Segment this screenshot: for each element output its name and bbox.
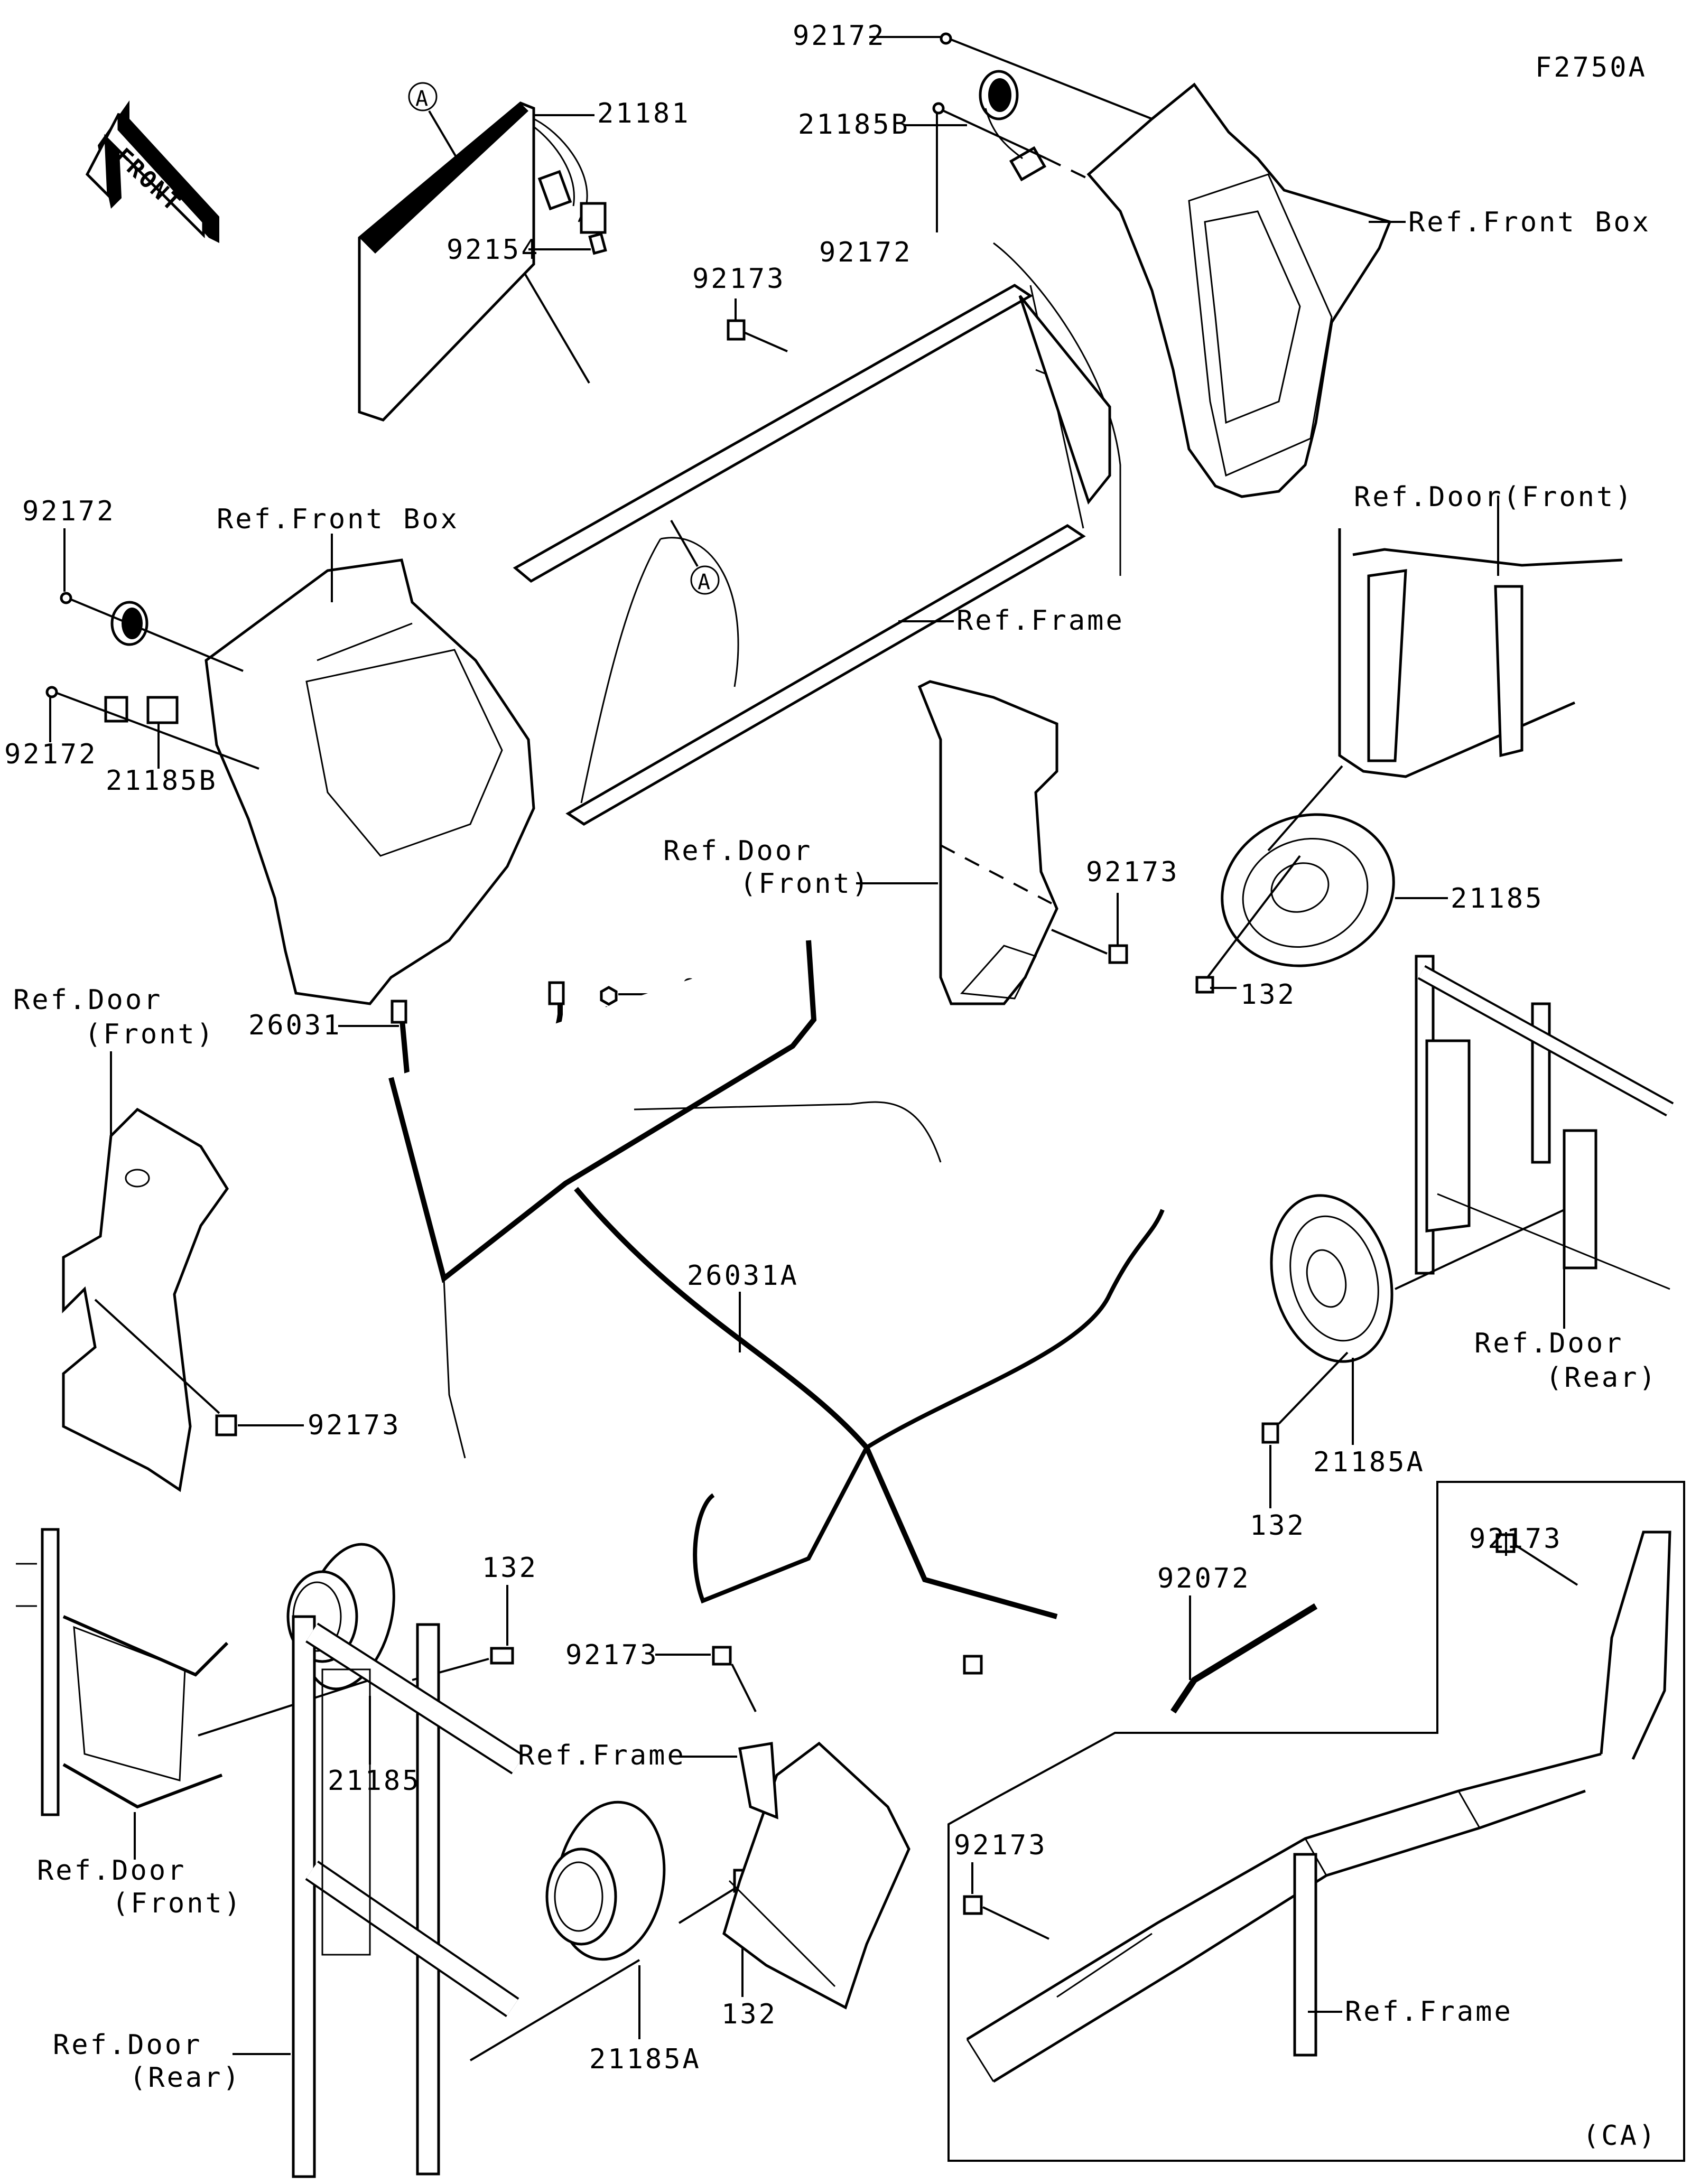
label-ref-door-rear-lower-l1: Ref.Door (53, 2029, 202, 2061)
label-ref-door-rear-lower-l2: (Rear) (129, 2062, 241, 2094)
label-132-lower-left: 132 (482, 1552, 538, 1584)
label-21181: 21181 (597, 98, 691, 129)
frame-lower: Ref.Frame (518, 1740, 910, 2010)
cable-tie-92072: 92072 (1157, 1563, 1318, 1714)
label-92154: 92154 (447, 234, 540, 266)
label-ref-door-rear-right-l1: Ref.Door (1474, 1328, 1623, 1359)
label-92172-left2: 92172 (4, 739, 98, 770)
clip-92173-frame: 92173 (692, 263, 788, 352)
label-ref-door-front-left-l1: Ref.Door (13, 984, 162, 1016)
bolt-132-lower-left: 132 (412, 1552, 538, 1681)
screw-92172-left2: 92172 (4, 686, 259, 770)
speaker-21185A-right: 21185A (1270, 1194, 1565, 1478)
label-92173-left: 92173 (308, 1410, 401, 1441)
label-ref-door-front-lower-l2: (Front) (112, 1888, 243, 1919)
label-21185B-top: 21185B (798, 109, 910, 141)
clip-92173-left: 92173 (94, 1299, 401, 1441)
screw-92172-top: 92172 (793, 20, 1153, 120)
tweeter-21185B-top: 21185B (798, 70, 1047, 182)
screw-92172-top2: 92172 (819, 102, 1200, 268)
door-front-upper-right: Ref.Door(Front) (1338, 481, 1634, 778)
callout-a-frame: A (670, 520, 720, 595)
label-132-right2: 132 (1250, 1510, 1306, 1542)
label-ref-door-front-lower-l1: Ref.Door (37, 1855, 186, 1887)
ca-inset: (CA) Ref.Frame (947, 1481, 1685, 2162)
callout-a-frame-letter: A (698, 570, 712, 594)
amplifier-21181: 21181 (358, 98, 691, 422)
label-132-right: 132 (1240, 979, 1296, 1011)
clip-92173-center: 92173 (1051, 856, 1179, 964)
label-92172-top2: 92172 (819, 237, 913, 268)
speaker-21185-right: 21185 (1221, 765, 1544, 967)
label-92072: 92072 (1157, 1563, 1251, 1594)
label-ref-frame-lower: Ref.Frame (518, 1740, 686, 1771)
label-ref-door-rear-right-l2: (Rear) (1546, 1362, 1658, 1394)
door-front-center: Ref.Door (Front) (663, 680, 1058, 1005)
label-ref-front-box-left: Ref.Front Box (217, 503, 459, 535)
label-92172-top: 92172 (793, 20, 886, 52)
label-21185-lower-left: 21185 (328, 1765, 421, 1797)
front-direction-arrow: FRONT (85, 100, 219, 243)
label-ref-frame-top: Ref.Frame (956, 605, 1125, 637)
label-ref-front-box-right: Ref.Front Box (1408, 207, 1651, 238)
label-92173-ca-top: 92173 (1469, 1523, 1563, 1555)
tweeter-21185B-left: 21185B (104, 601, 218, 797)
label-92172-left1: 92172 (22, 496, 116, 527)
label-ref-frame-ca: Ref.Frame (1345, 1996, 1513, 2028)
door-front-lower-left: Ref.Door (Front) (16, 1528, 243, 1919)
label-26031: 26031 (248, 1010, 342, 1041)
clip-92173-lower: 92173 (565, 1639, 757, 1712)
front-box-right: Ref.Front Box (1086, 82, 1651, 498)
label-21185-right: 21185 (1451, 883, 1544, 914)
label-ref-door-front-center-l1: Ref.Door (663, 835, 812, 867)
label-21185A-lower: 21185A (589, 2043, 701, 2075)
door-rear-lower: Ref.Door (Rear) (53, 1615, 524, 2178)
door-front-left: Ref.Door (Front) (13, 984, 229, 1492)
bolt-132-right: 132 (1195, 855, 1301, 1011)
label-92173-ca-left: 92173 (954, 1830, 1047, 1861)
label-ref-door-front-upper-right: Ref.Door(Front) (1354, 481, 1634, 513)
label-ca-region: (CA) (1583, 2120, 1657, 2152)
label-21185A-right: 21185A (1313, 1446, 1425, 1478)
screw-92154: 92154 (447, 232, 607, 266)
label-ref-door-front-left-l2: (Front) (85, 1019, 215, 1050)
label-21185B-left: 21185B (106, 765, 218, 797)
figure-code: F2750A (1535, 52, 1647, 83)
screw-92172-left1: 92172 (22, 496, 244, 672)
clip-92173-ca-top: 92173 (1469, 1523, 1578, 1586)
clip-92173-ca-left: 92173 (954, 1655, 1049, 1940)
label-92173-frame: 92173 (692, 263, 786, 295)
speaker-21185A-lower: 21185A (469, 1800, 701, 2075)
label-92173-lower: 92173 (565, 1639, 659, 1671)
label-132-lower-mid: 132 (721, 1999, 777, 2030)
harness-26031A: 26031A (388, 940, 1165, 1619)
front-box-left: Ref.Front Box (205, 503, 535, 1005)
label-26031A: 26031A (687, 1260, 799, 1292)
bolt-132-right2: 132 (1250, 1351, 1349, 1542)
label-92173-center: 92173 (1086, 856, 1179, 888)
door-rear-right: Ref.Door (Rear) (1415, 955, 1674, 1394)
callout-a-letter: A (415, 87, 430, 111)
label-ref-door-front-center-l2: (Front) (740, 868, 870, 900)
